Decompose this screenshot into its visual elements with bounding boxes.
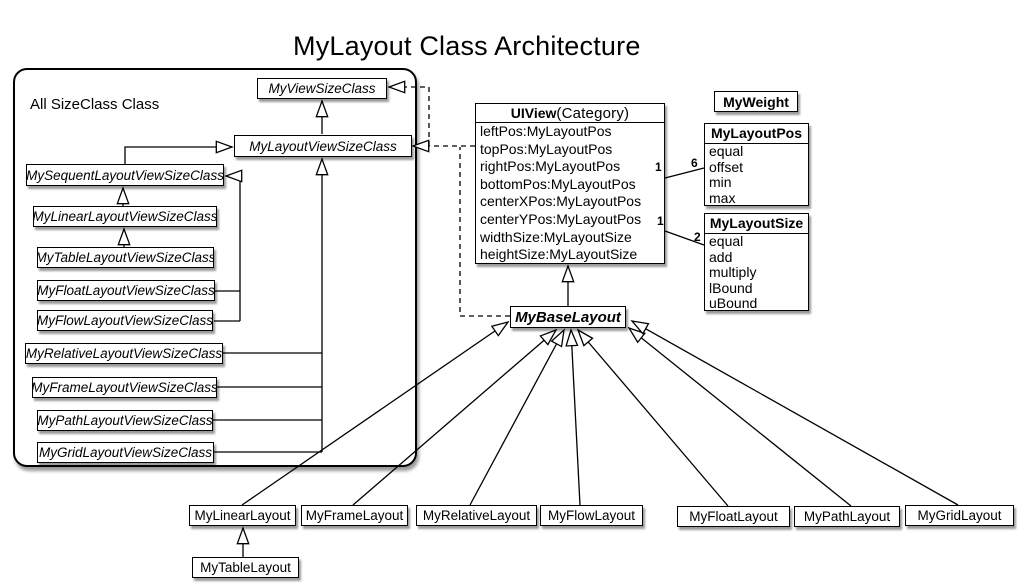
multiplicity-pos-to: 6	[691, 156, 698, 170]
multiplicity-size-to: 2	[694, 230, 701, 244]
edge-sequentsc-to-layoutsc	[124, 147, 232, 164]
mylayoutsize-attr: add	[709, 249, 733, 265]
assoc-uiview-mylayoutsize	[664, 230, 705, 246]
class-mytablelayout: MyTableLayout	[192, 557, 299, 578]
class-myviewsizeclass: MyViewSizeClass	[257, 78, 387, 99]
multiplicity-size-from: 1	[657, 214, 664, 228]
assoc-uiview-mylayoutpos	[664, 167, 705, 179]
diagram-title: MyLayout Class Architecture	[293, 31, 641, 61]
class-myfloatlayoutviewsizeclass: MyFloatLayoutViewSizeClass	[37, 280, 215, 301]
class-mytablelayoutviewsizeclass: MyTableLayoutViewSizeClass	[37, 247, 214, 268]
mylayoutsize-attr: lBound	[709, 280, 753, 296]
class-myrelativelayoutviewsizeclass: MyRelativeLayoutViewSizeClass	[25, 343, 223, 364]
class-mylayoutpos: MyLayoutPos equal offset min max	[704, 123, 809, 206]
mylayoutpos-attr: max	[709, 190, 736, 206]
class-myrelativelayout: MyRelativeLayout	[416, 505, 537, 526]
class-myframelayoutviewsizeclass: MyFrameLayoutViewSizeClass	[32, 377, 217, 398]
mylayoutpos-attr: equal	[709, 144, 744, 159]
multiplicity-pos-from: 1	[655, 160, 662, 174]
uiview-attr: leftPos:MyLayoutPos	[480, 123, 612, 139]
class-mypathlayout: MyPathLayout	[794, 506, 900, 527]
class-uiview-category: UIView(Category) leftPos:MyLayoutPos top…	[475, 103, 665, 264]
class-myflowlayoutviewsizeclass: MyFlowLayoutViewSizeClass	[37, 310, 213, 331]
class-mysequentlayoutviewsizeclass: MySequentLayoutViewSizeClass	[26, 164, 224, 186]
mylayoutsize-attr: equal	[709, 234, 744, 249]
mylayoutpos-header: MyLayoutPos	[705, 124, 808, 144]
edge-floatlayout-to-base	[578, 330, 729, 507]
class-mylinearlayout: MyLinearLayout	[189, 505, 296, 526]
class-mypathlayoutviewsizeclass: MyPathLayoutViewSizeClass	[37, 410, 213, 431]
class-myflowlayout: MyFlowLayout	[540, 505, 643, 526]
edge-gridlayout-to-base	[632, 321, 959, 506]
mylayoutsize-header: MyLayoutSize	[705, 214, 808, 234]
dep-baselayout-branch	[459, 147, 510, 317]
uiview-attr: widthSize:MyLayoutSize	[480, 228, 632, 245]
class-myweight: MyWeight	[714, 91, 798, 112]
mylayoutpos-attr: offset	[709, 159, 743, 175]
class-mygridlayout: MyGridLayout	[905, 505, 1014, 526]
dep-uiview-to-viewsc	[389, 87, 430, 146]
uiview-attr: topPos:MyLayoutPos	[480, 140, 613, 157]
mylayoutpos-attr: min	[709, 175, 732, 190]
mylayoutsize-attr: uBound	[709, 296, 758, 312]
uiview-attr: heightSize:MyLayoutSize	[480, 246, 638, 263]
class-mygridlayoutviewsizeclass: MyGridLayoutViewSizeClass	[37, 442, 214, 463]
mylayoutsize-attr: multiply	[709, 265, 757, 281]
edge-relativelayout-to-base	[469, 330, 564, 506]
edge-flowlayout-to-base	[571, 330, 581, 506]
class-myfloatlayout: MyFloatLayout	[677, 506, 790, 527]
edge-framelayout-to-base	[352, 330, 556, 506]
uiview-attr: bottomPos:MyLayoutPos	[480, 175, 636, 192]
panel-label: All SizeClass Class	[30, 96, 160, 113]
uiview-attr: rightPos:MyLayoutPos	[480, 158, 621, 175]
class-mylinearlayoutviewsizeclass: MyLinearLayoutViewSizeClass	[33, 206, 217, 227]
edge-linearlayout-to-base	[241, 322, 508, 506]
class-mylayoutsize: MyLayoutSize equal add multiply lBound u…	[704, 213, 809, 311]
uiview-attr: centerXPos:MyLayoutPos	[480, 193, 642, 210]
class-mylayoutviewsizeclass: MyLayoutViewSizeClass	[234, 135, 412, 157]
uiview-attr: centerYPos:MyLayoutPos	[480, 210, 642, 227]
class-myframelayout: MyFrameLayout	[301, 505, 408, 526]
edge-floatflow-trunk-to-sequentsc	[226, 176, 240, 321]
uiview-header: UIView(Category)	[476, 104, 664, 123]
class-mybaselayout: MyBaseLayout	[510, 306, 626, 328]
edge-pathlayout-to-base	[629, 328, 852, 507]
